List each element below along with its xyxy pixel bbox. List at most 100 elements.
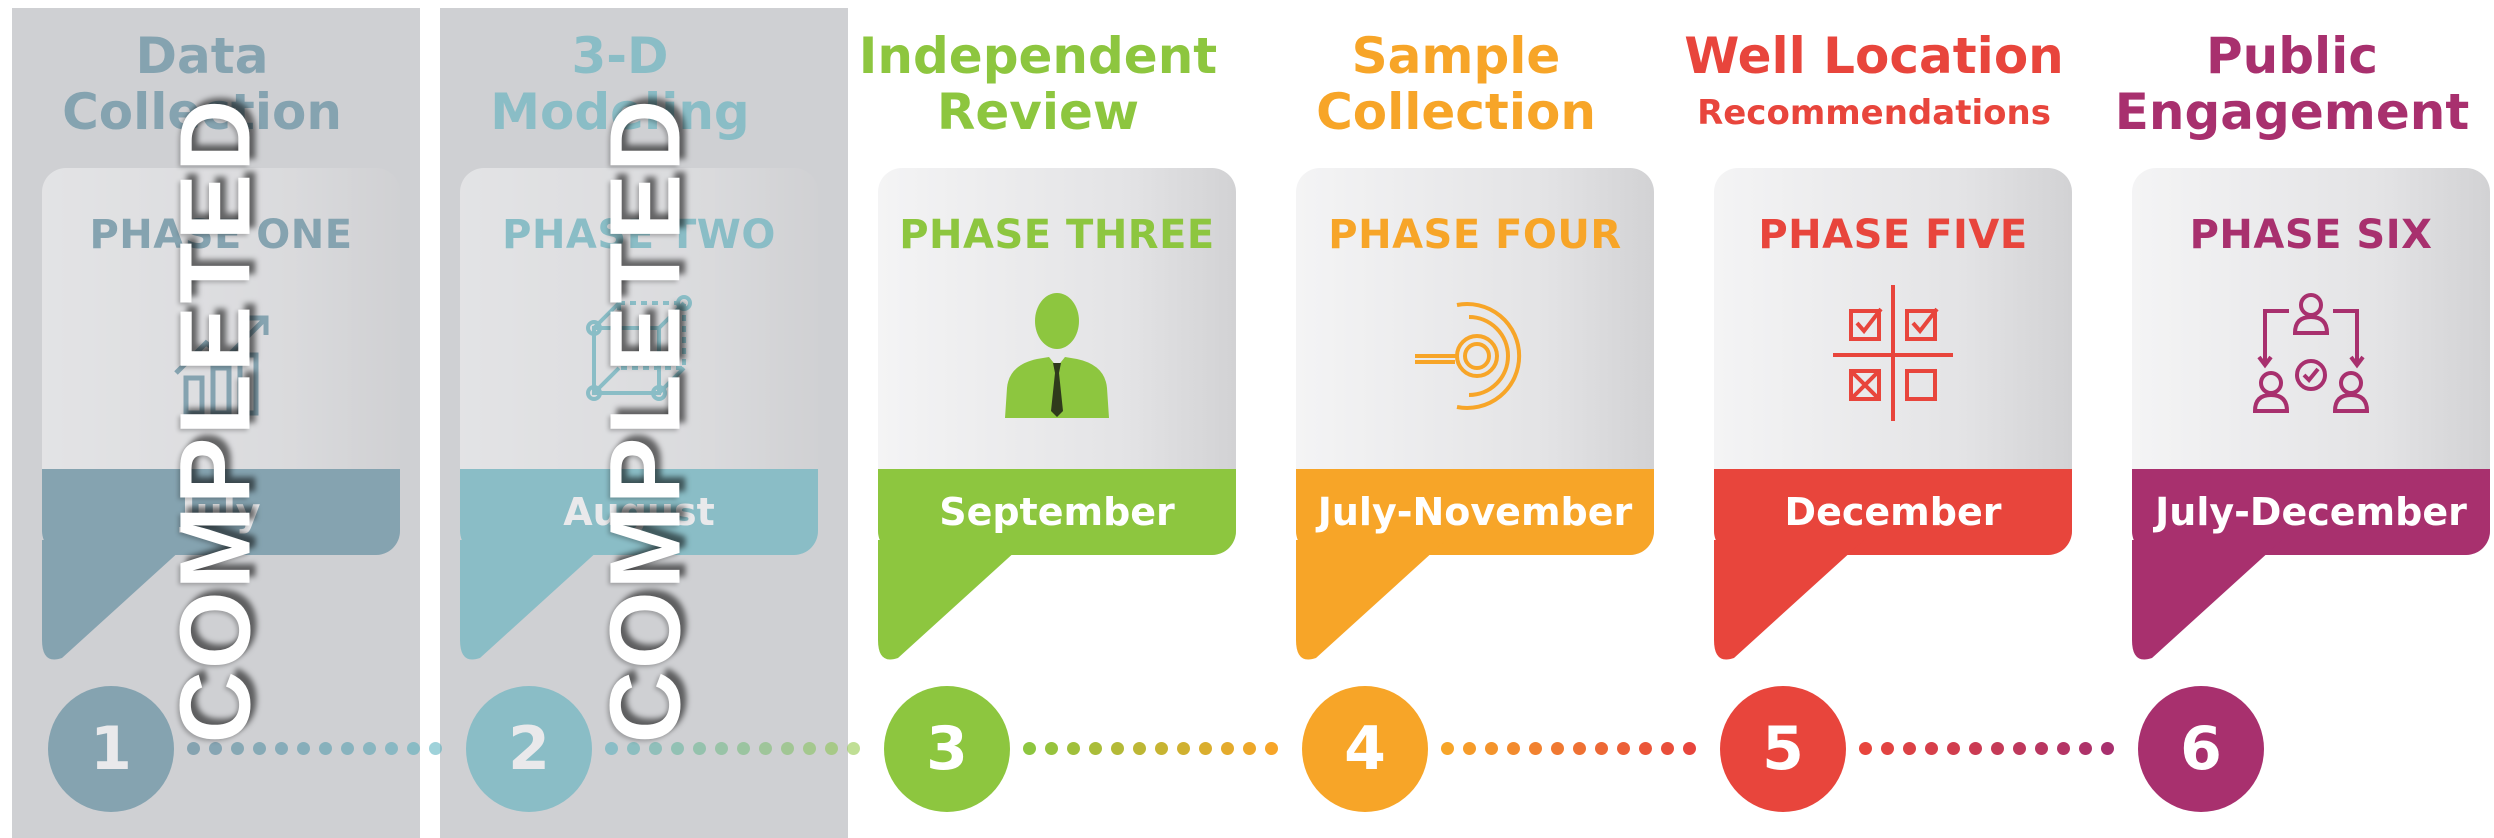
connector-dot <box>1133 742 1146 755</box>
connector-dot <box>649 742 662 755</box>
connector-dot <box>715 742 728 755</box>
phase-four-title-line2: Collection <box>1316 83 1596 141</box>
phase-five-title-line2: Recommendations <box>1697 93 2051 133</box>
connector-dot <box>2013 742 2026 755</box>
businessman-icon <box>1005 293 1109 418</box>
phase-four-date: July-November <box>1296 469 1654 555</box>
connector-dot <box>781 742 794 755</box>
phase-one-pointer <box>42 540 192 660</box>
connector-dot <box>275 742 288 755</box>
connector-dot <box>1969 742 1982 755</box>
connector-dot <box>407 742 420 755</box>
checklist-grid-icon <box>1833 285 1953 421</box>
connector-dot <box>1881 742 1894 755</box>
connector-dot <box>847 742 860 755</box>
connector-dots-5 <box>1859 742 2114 758</box>
connector-dot <box>1639 742 1652 755</box>
connector-dot <box>1199 742 1212 755</box>
connector-dot <box>1551 742 1564 755</box>
connector-dot <box>803 742 816 755</box>
connector-dot <box>1573 742 1586 755</box>
connector-dot <box>627 742 640 755</box>
phase-three-title-line1: Independent <box>858 27 1218 85</box>
phase-five-title: Well Location Recommendations <box>1684 28 2064 142</box>
connector-dot <box>363 742 376 755</box>
phase-four-number: 4 <box>1302 686 1428 812</box>
connector-dot <box>385 742 398 755</box>
connector-dot <box>1529 742 1542 755</box>
connector-dot <box>1617 742 1630 755</box>
phase-four-title-line1: Sample <box>1351 27 1561 85</box>
phase-three-title: Independent Review <box>848 28 1228 140</box>
phase-one-number: 1 <box>48 686 174 812</box>
connector-dot <box>231 742 244 755</box>
phase-three: Independent Review PHASE THREE September… <box>848 0 1278 838</box>
connector-dot <box>1177 742 1190 755</box>
phase-five-title-line1: Well Location <box>1684 27 2064 85</box>
connector-dot <box>605 742 618 755</box>
phase-two-pointer <box>460 540 610 660</box>
connector-dot <box>2079 742 2092 755</box>
phase-three-card: PHASE THREE September <box>878 168 1236 555</box>
completed-stamp-1: COMPLETED <box>159 97 272 743</box>
connector-dot <box>1925 742 1938 755</box>
phase-six-title: Public Engagement <box>2102 28 2482 140</box>
connector-dot <box>1045 742 1058 755</box>
phase-two-label: PHASE TWO <box>502 212 776 258</box>
phase-four-card: PHASE FOUR July-November <box>1296 168 1654 555</box>
community-icon <box>2252 293 2370 413</box>
connector-dot <box>2057 742 2070 755</box>
phase-five-label: PHASE FIVE <box>1758 212 2028 258</box>
connector-dots-4 <box>1441 742 1696 758</box>
connector-dot <box>1111 742 1124 755</box>
phase-three-date: September <box>878 469 1236 555</box>
connector-dots-2 <box>605 742 860 758</box>
phase-three-label: PHASE THREE <box>899 212 1215 258</box>
connector-dot <box>1067 742 1080 755</box>
connector-dot <box>429 742 442 755</box>
completed-stamp-2: COMPLETED <box>589 97 702 743</box>
3d-cube-icon <box>586 295 692 401</box>
phase-four-label: PHASE FOUR <box>1328 212 1622 258</box>
phase-six: Public Engagement PHASE SIX July-Decembe… <box>2102 0 2490 838</box>
connector-dot <box>319 742 332 755</box>
connector-dot <box>671 742 684 755</box>
connector-dots-3 <box>1023 742 1278 758</box>
connector-dot <box>2035 742 2048 755</box>
connector-dot <box>737 742 750 755</box>
phase-four-pointer <box>1296 540 1446 660</box>
phase-six-label: PHASE SIX <box>2189 212 2433 258</box>
connector-dot <box>253 742 266 755</box>
phase-one-title-line2: Collection <box>62 83 342 141</box>
phase-one: Data Collection PHASE ONE July 1 <box>12 0 442 838</box>
phase-three-pointer <box>878 540 1028 660</box>
connector-dot <box>1221 742 1234 755</box>
connector-dot <box>1463 742 1476 755</box>
connector-dot <box>1947 742 1960 755</box>
phase-one-card: PHASE ONE July <box>42 168 400 555</box>
phase-two-title-line1: 3-D <box>571 27 669 85</box>
connector-dot <box>209 742 222 755</box>
connector-dot <box>1859 742 1872 755</box>
connector-dot <box>1991 742 2004 755</box>
connector-dot <box>1661 742 1674 755</box>
connector-dot <box>1023 742 1036 755</box>
phase-six-title-line1: Public <box>2206 27 2378 85</box>
connector-dot <box>759 742 772 755</box>
connector-dot <box>341 742 354 755</box>
connector-dot <box>187 742 200 755</box>
connector-dot <box>1595 742 1608 755</box>
phase-three-title-line2: Review <box>936 83 1140 141</box>
phase-one-label: PHASE ONE <box>89 212 353 258</box>
phase-six-card: PHASE SIX July-December <box>2132 168 2490 555</box>
connector-dot <box>825 742 838 755</box>
phase-five-card: PHASE FIVE December <box>1714 168 2072 555</box>
connector-dot <box>297 742 310 755</box>
connector-dot <box>1243 742 1256 755</box>
connector-dot <box>2101 742 2114 755</box>
connector-dots-1 <box>187 742 442 758</box>
phase-five: Well Location Recommendations PHASE FIVE… <box>1684 0 2114 838</box>
phase-one-title-line1: Data <box>135 27 269 85</box>
connector-dot <box>693 742 706 755</box>
connector-dot <box>1089 742 1102 755</box>
